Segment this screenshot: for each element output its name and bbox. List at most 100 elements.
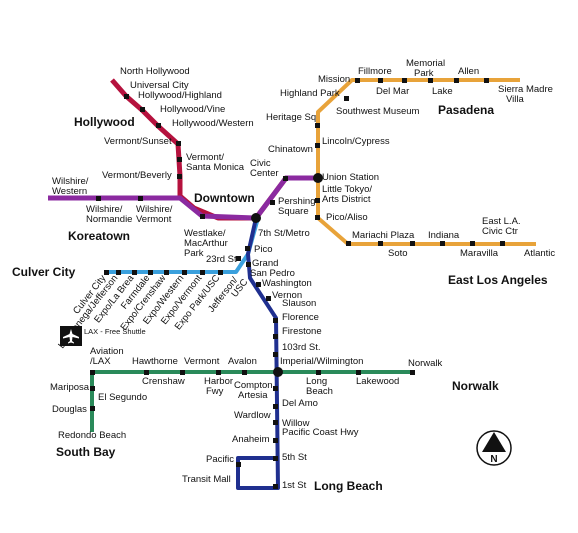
station-pershing-1: Pershing: [278, 196, 316, 207]
station-memorial-park-2: Park: [414, 68, 434, 79]
station-pershing-2: Square: [278, 206, 309, 217]
station-san-pedro: San Pedro: [250, 268, 295, 279]
station-douglas: Douglas: [52, 404, 87, 415]
station-wilshire-normandie-1: Wilshire/: [86, 204, 123, 215]
station-5th-st: 5th St: [282, 452, 307, 463]
station-vermont-green: Vermont: [184, 356, 220, 367]
region-east-la: East Los Angeles: [448, 273, 548, 287]
station-westlake-1: Westlake/: [184, 228, 226, 239]
station-wardlow: Wardlow: [234, 410, 271, 421]
station-little-tokyo-1: Little Tokyo/: [322, 184, 372, 195]
station-willow-1: Willow: [282, 418, 310, 429]
hub-7th-metro: [251, 213, 261, 223]
station-del-mar: Del Mar: [376, 86, 409, 97]
station-del-amo: Del Amo: [282, 398, 318, 409]
station-long-beach-blvd-2: Beach: [306, 386, 333, 397]
region-south-bay: South Bay: [56, 445, 116, 459]
station-1st-st: 1st St: [282, 480, 307, 491]
station-103rd: 103rd St.: [282, 342, 321, 353]
station-vermont-sunset: Vermont/Sunset: [104, 136, 172, 147]
station-mission: Mission: [318, 74, 350, 85]
gold-line-north: [316, 78, 520, 178]
station-avalon: Avalon: [228, 356, 257, 367]
hub-union-station: [313, 173, 323, 183]
station-aviation-1: Aviation: [90, 346, 124, 357]
station-markers: [90, 78, 505, 489]
station-north-hollywood: North Hollywood: [120, 66, 190, 77]
compass-icon: N: [476, 430, 512, 466]
station-norwalk: Norwalk: [408, 358, 443, 369]
station-crenshaw: Crenshaw: [142, 376, 185, 387]
station-slauson: Slauson: [282, 298, 316, 309]
station-little-tokyo-2: Arts District: [322, 194, 371, 205]
station-pico: Pico: [254, 244, 272, 255]
station-east-la-cc-1: East L.A.: [482, 216, 521, 227]
station-fillmore: Fillmore: [358, 66, 392, 77]
station-hollywood-highland: Hollywood/Highland: [138, 90, 222, 101]
station-anaheim: Anaheim: [232, 434, 270, 445]
station-mariposa: Mariposa: [50, 382, 90, 393]
station-chinatown: Chinatown: [268, 144, 313, 155]
station-wilshire-vermont-1: Wilshire/: [136, 204, 173, 215]
station-hollywood-vine: Hollywood/Vine: [160, 104, 225, 115]
purple-line: [48, 175, 318, 221]
station-harbor-2: Fwy: [206, 386, 224, 397]
region-koreatown: Koreatown: [68, 229, 130, 243]
station-soto: Soto: [388, 248, 408, 259]
station-aviation-2: /LAX: [90, 356, 111, 367]
station-7th-metro: 7th St/Metro: [258, 228, 310, 239]
station-pico-aliso: Pico/Aliso: [326, 212, 368, 223]
station-universal-city: Universal City: [130, 80, 189, 91]
lax-shuttle-label: LAX - Free Shuttle: [84, 327, 146, 336]
station-wilshire-western-2: Western: [52, 186, 87, 197]
station-pacific: Pacific: [206, 454, 234, 465]
region-norwalk: Norwalk: [452, 379, 499, 393]
station-grand: Grand: [252, 258, 278, 269]
region-culver-city: Culver City: [12, 265, 76, 279]
station-vermont-beverly: Vermont/Beverly: [102, 170, 172, 181]
station-indiana: Indiana: [428, 230, 460, 241]
station-mariachi-plaza: Mariachi Plaza: [352, 230, 415, 241]
station-vernon: Vernon: [272, 290, 302, 301]
station-vermont-sm-1: Vermont/: [186, 152, 224, 163]
station-highland-park: Highland Park: [280, 88, 340, 99]
station-wilshire-western-1: Wilshire/: [52, 176, 89, 187]
station-willow-2: Pacific Coast Hwy: [282, 427, 359, 438]
station-compton-1: Compton: [234, 380, 273, 391]
station-imperial: Imperial/Wilmington: [280, 356, 363, 367]
station-sierra-madre-2: Villa: [506, 94, 524, 105]
station-southwest-museum: Southwest Museum: [336, 106, 420, 117]
station-civic-center-1: Civic: [250, 158, 271, 169]
region-downtown: Downtown: [194, 191, 255, 205]
station-sierra-madre-1: Sierra Madre: [498, 84, 553, 95]
station-westlake-3: Park: [184, 248, 204, 259]
station-hollywood-western: Hollywood/Western: [172, 118, 254, 129]
station-lake: Lake: [432, 86, 453, 97]
station-compton-2: Artesia: [238, 390, 268, 401]
station-hawthorne: Hawthorne: [132, 356, 178, 367]
compass-n-label: N: [490, 454, 497, 465]
station-memorial-park-1: Memorial: [406, 58, 445, 69]
station-east-la-cc-2: Civic Ctr: [482, 226, 518, 237]
expo-station-labels: Culver City La Cienega/Jefferson Expo/La…: [56, 273, 250, 351]
station-harbor-1: Harbor: [204, 376, 233, 387]
station-civic-center-2: Center: [250, 168, 279, 179]
station-redondo: Redondo Beach: [58, 430, 126, 441]
station-maravilla: Maravilla: [460, 248, 499, 259]
station-labels: North Hollywood Universal City Hollywood…: [50, 58, 555, 491]
region-long-beach: Long Beach: [314, 479, 383, 493]
station-wilshire-normandie-2: Normandie: [86, 214, 132, 225]
station-el-segundo: El Segundo: [98, 392, 147, 403]
station-washington: Washington: [262, 278, 312, 289]
station-westlake-2: MacArthur: [184, 238, 228, 249]
station-florence: Florence: [282, 312, 319, 323]
station-vermont-sm-2: Santa Monica: [186, 162, 245, 173]
station-lincoln-cypress: Lincoln/Cypress: [322, 136, 390, 147]
station-lakewood: Lakewood: [356, 376, 399, 387]
station-atlantic: Atlantic: [524, 248, 555, 259]
station-transit-mall: Transit Mall: [182, 474, 231, 485]
hub-imperial: [273, 367, 283, 377]
station-long-beach-blvd-1: Long: [306, 376, 327, 387]
